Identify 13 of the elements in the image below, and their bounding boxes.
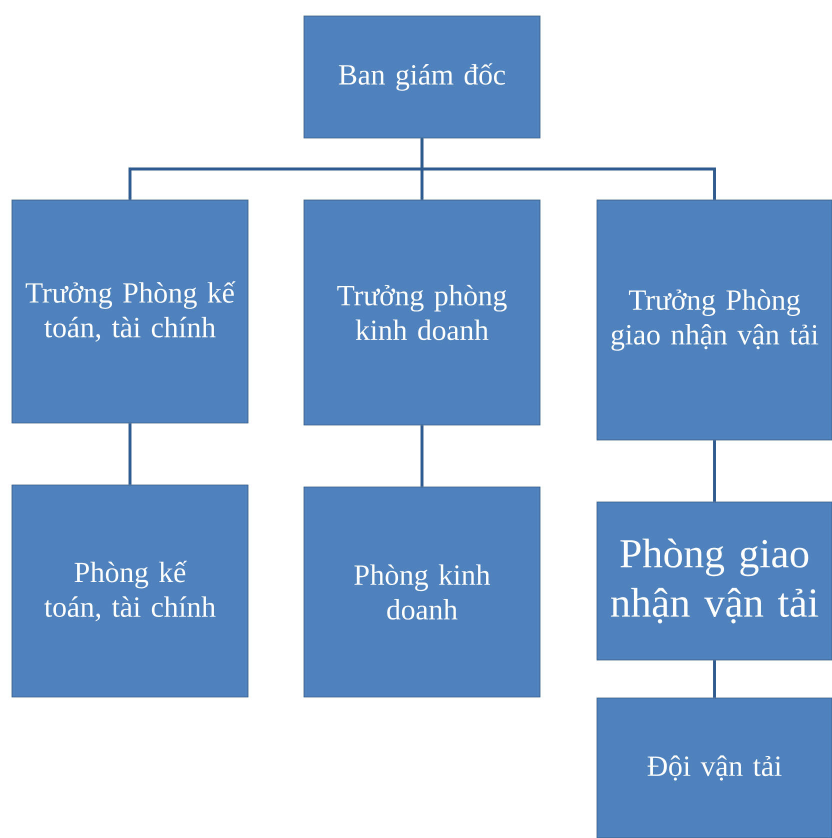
- connector-line: [420, 138, 716, 200]
- connector-line: [713, 660, 716, 698]
- org-box: Ban giám đốc: [304, 16, 540, 138]
- org-box: Phòng kế toán, tài chính: [12, 484, 248, 698]
- connector-line: [713, 440, 716, 502]
- connector-line: [420, 425, 424, 487]
- org-box: Phòng kinh doanh: [304, 486, 540, 698]
- org-box: Trưởng Phòng kế toán, tài chính: [12, 200, 248, 424]
- org-box: Trưởng phòng kinh doanh: [304, 200, 540, 426]
- org-box: Phòng giao nhận vận tải: [596, 502, 832, 660]
- org-box: Đội vận tải: [596, 698, 832, 838]
- connector-line: [128, 423, 132, 485]
- org-box: Trưởng Phòng giao nhận vận tải: [596, 200, 832, 440]
